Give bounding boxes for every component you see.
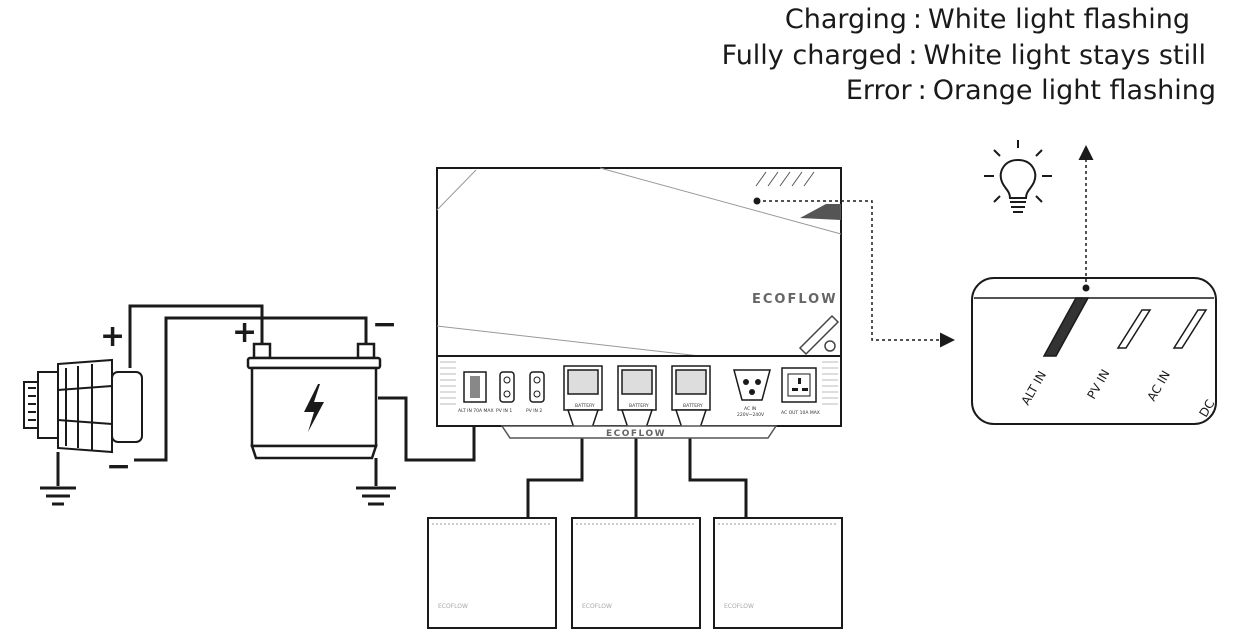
battery-port-3-label: BATTERY (683, 403, 703, 409)
battery-port-1[interactable] (563, 365, 603, 429)
battery-minus-sign: − (372, 307, 397, 342)
wire-battery-to-alt-in (378, 396, 476, 462)
alt-in-led-active (1042, 297, 1090, 357)
pv-in-led (1116, 309, 1152, 349)
wire-alternator-positive (128, 304, 264, 368)
ac-out-port-label: AC OUT 10A MAX (781, 410, 820, 416)
battery-ground-icon (356, 458, 396, 506)
legend-description: White light flashing (928, 4, 1190, 35)
alternator (23, 358, 143, 454)
wires (128, 304, 748, 518)
legend-separator: : (908, 39, 918, 71)
light-bulb-icon (984, 140, 1052, 213)
ac-in-voltage-label: 220V~240V (737, 412, 765, 418)
hub-mount-clip (798, 314, 840, 356)
battery-pack-2-logo: ECOFLOW (582, 603, 612, 610)
wire-battery-1 (526, 428, 584, 518)
legend-separator: : (912, 4, 922, 35)
battery-port-3[interactable] (671, 365, 711, 429)
car-battery (246, 342, 382, 460)
alternator-minus-sign: − (106, 449, 131, 484)
legend-state: Error (845, 75, 912, 106)
legend-separator: : (917, 75, 927, 106)
legend-description: White light stays still (923, 39, 1207, 71)
battery-port-1-label: BATTERY (575, 403, 595, 409)
port-panel-vents (440, 361, 838, 405)
power-hub: ECOFLOW ALT IN 70A MAX (436, 167, 842, 439)
wire-battery-3 (688, 428, 748, 518)
legend-row-charging: Charging : White light flashing (696, 2, 1216, 38)
legend-state: Fully charged (721, 39, 903, 71)
status-led-strip (755, 171, 815, 187)
pv-in-2-port-label: PV IN 2 (526, 408, 542, 414)
pv-in-2-port[interactable]: PV IN 2 (526, 371, 545, 414)
hub-corner-badge (800, 204, 841, 220)
lightning-icon (304, 384, 324, 432)
hub-mounting-bracket (500, 425, 778, 439)
legend-row-error: Error : Orange light flashing (696, 73, 1216, 109)
battery-pack-1: ECOFLOW (427, 517, 557, 629)
legend-row-fully-charged: Fully charged : White light stays still (696, 38, 1216, 74)
bracket-logo: ECOFLOW (606, 429, 666, 439)
hub-logo: ECOFLOW (752, 292, 838, 307)
battery-pack-3-logo: ECOFLOW (724, 603, 754, 610)
ac-in-port-label: AC IN (744, 406, 756, 412)
battery-pack-3: ECOFLOW (713, 517, 843, 629)
battery-port-2[interactable] (617, 365, 657, 429)
battery-pack-1-logo: ECOFLOW (438, 603, 468, 610)
battery-plus-sign: + (232, 315, 257, 350)
alternator-ground-icon (40, 452, 76, 506)
alt-in-port-label: ALT IN 70A MAX (458, 408, 494, 414)
ac-in-led (1172, 309, 1208, 349)
ac-in-port[interactable]: AC IN 220V~240V (733, 369, 771, 418)
callout-leader-line (757, 200, 955, 348)
pv-in-1-port-label: PV IN 1 (496, 408, 512, 414)
battery-pack-2: ECOFLOW (571, 517, 701, 629)
legend-description: Orange light flashing (932, 75, 1216, 106)
pv-in-1-port[interactable]: PV IN 1 (496, 371, 515, 414)
ac-out-port[interactable]: AC OUT 10A MAX (781, 367, 820, 416)
wire-alternator-negative (134, 316, 368, 462)
battery-port-2-label: BATTERY (629, 403, 649, 409)
alt-in-port[interactable]: ALT IN 70A MAX (458, 371, 494, 414)
led-status-legend: Charging : White light flashing Fully ch… (696, 2, 1216, 109)
alternator-plus-sign: + (100, 319, 125, 354)
led-callout-panel: ALT IN PV IN AC IN DC (971, 277, 1217, 425)
legend-state: Charging (784, 4, 907, 35)
